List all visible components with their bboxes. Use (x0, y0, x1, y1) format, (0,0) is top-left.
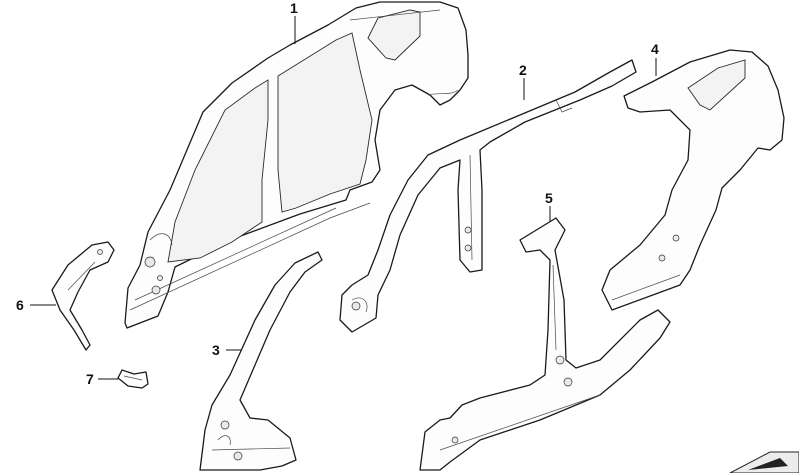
callout-7: 7 (86, 371, 94, 387)
callout-6: 6 (16, 297, 24, 313)
part-3-a-pillar[interactable] (199, 251, 323, 471)
callout-5: 5 (545, 190, 553, 206)
part-7-clip[interactable] (117, 369, 149, 389)
corner-arrow-icon (729, 451, 799, 473)
callout-3: 3 (212, 342, 220, 358)
part-4-rear-quarter[interactable] (601, 49, 785, 311)
callout-4: 4 (651, 41, 659, 57)
callout-1: 1 (290, 0, 298, 16)
part-1-side-frame[interactable] (124, 1, 469, 329)
part-2-roof-rail[interactable] (339, 59, 637, 333)
part-5-b-pillar[interactable] (419, 217, 671, 471)
callout-2: 2 (519, 62, 527, 78)
part-6-bracket[interactable] (51, 241, 115, 351)
